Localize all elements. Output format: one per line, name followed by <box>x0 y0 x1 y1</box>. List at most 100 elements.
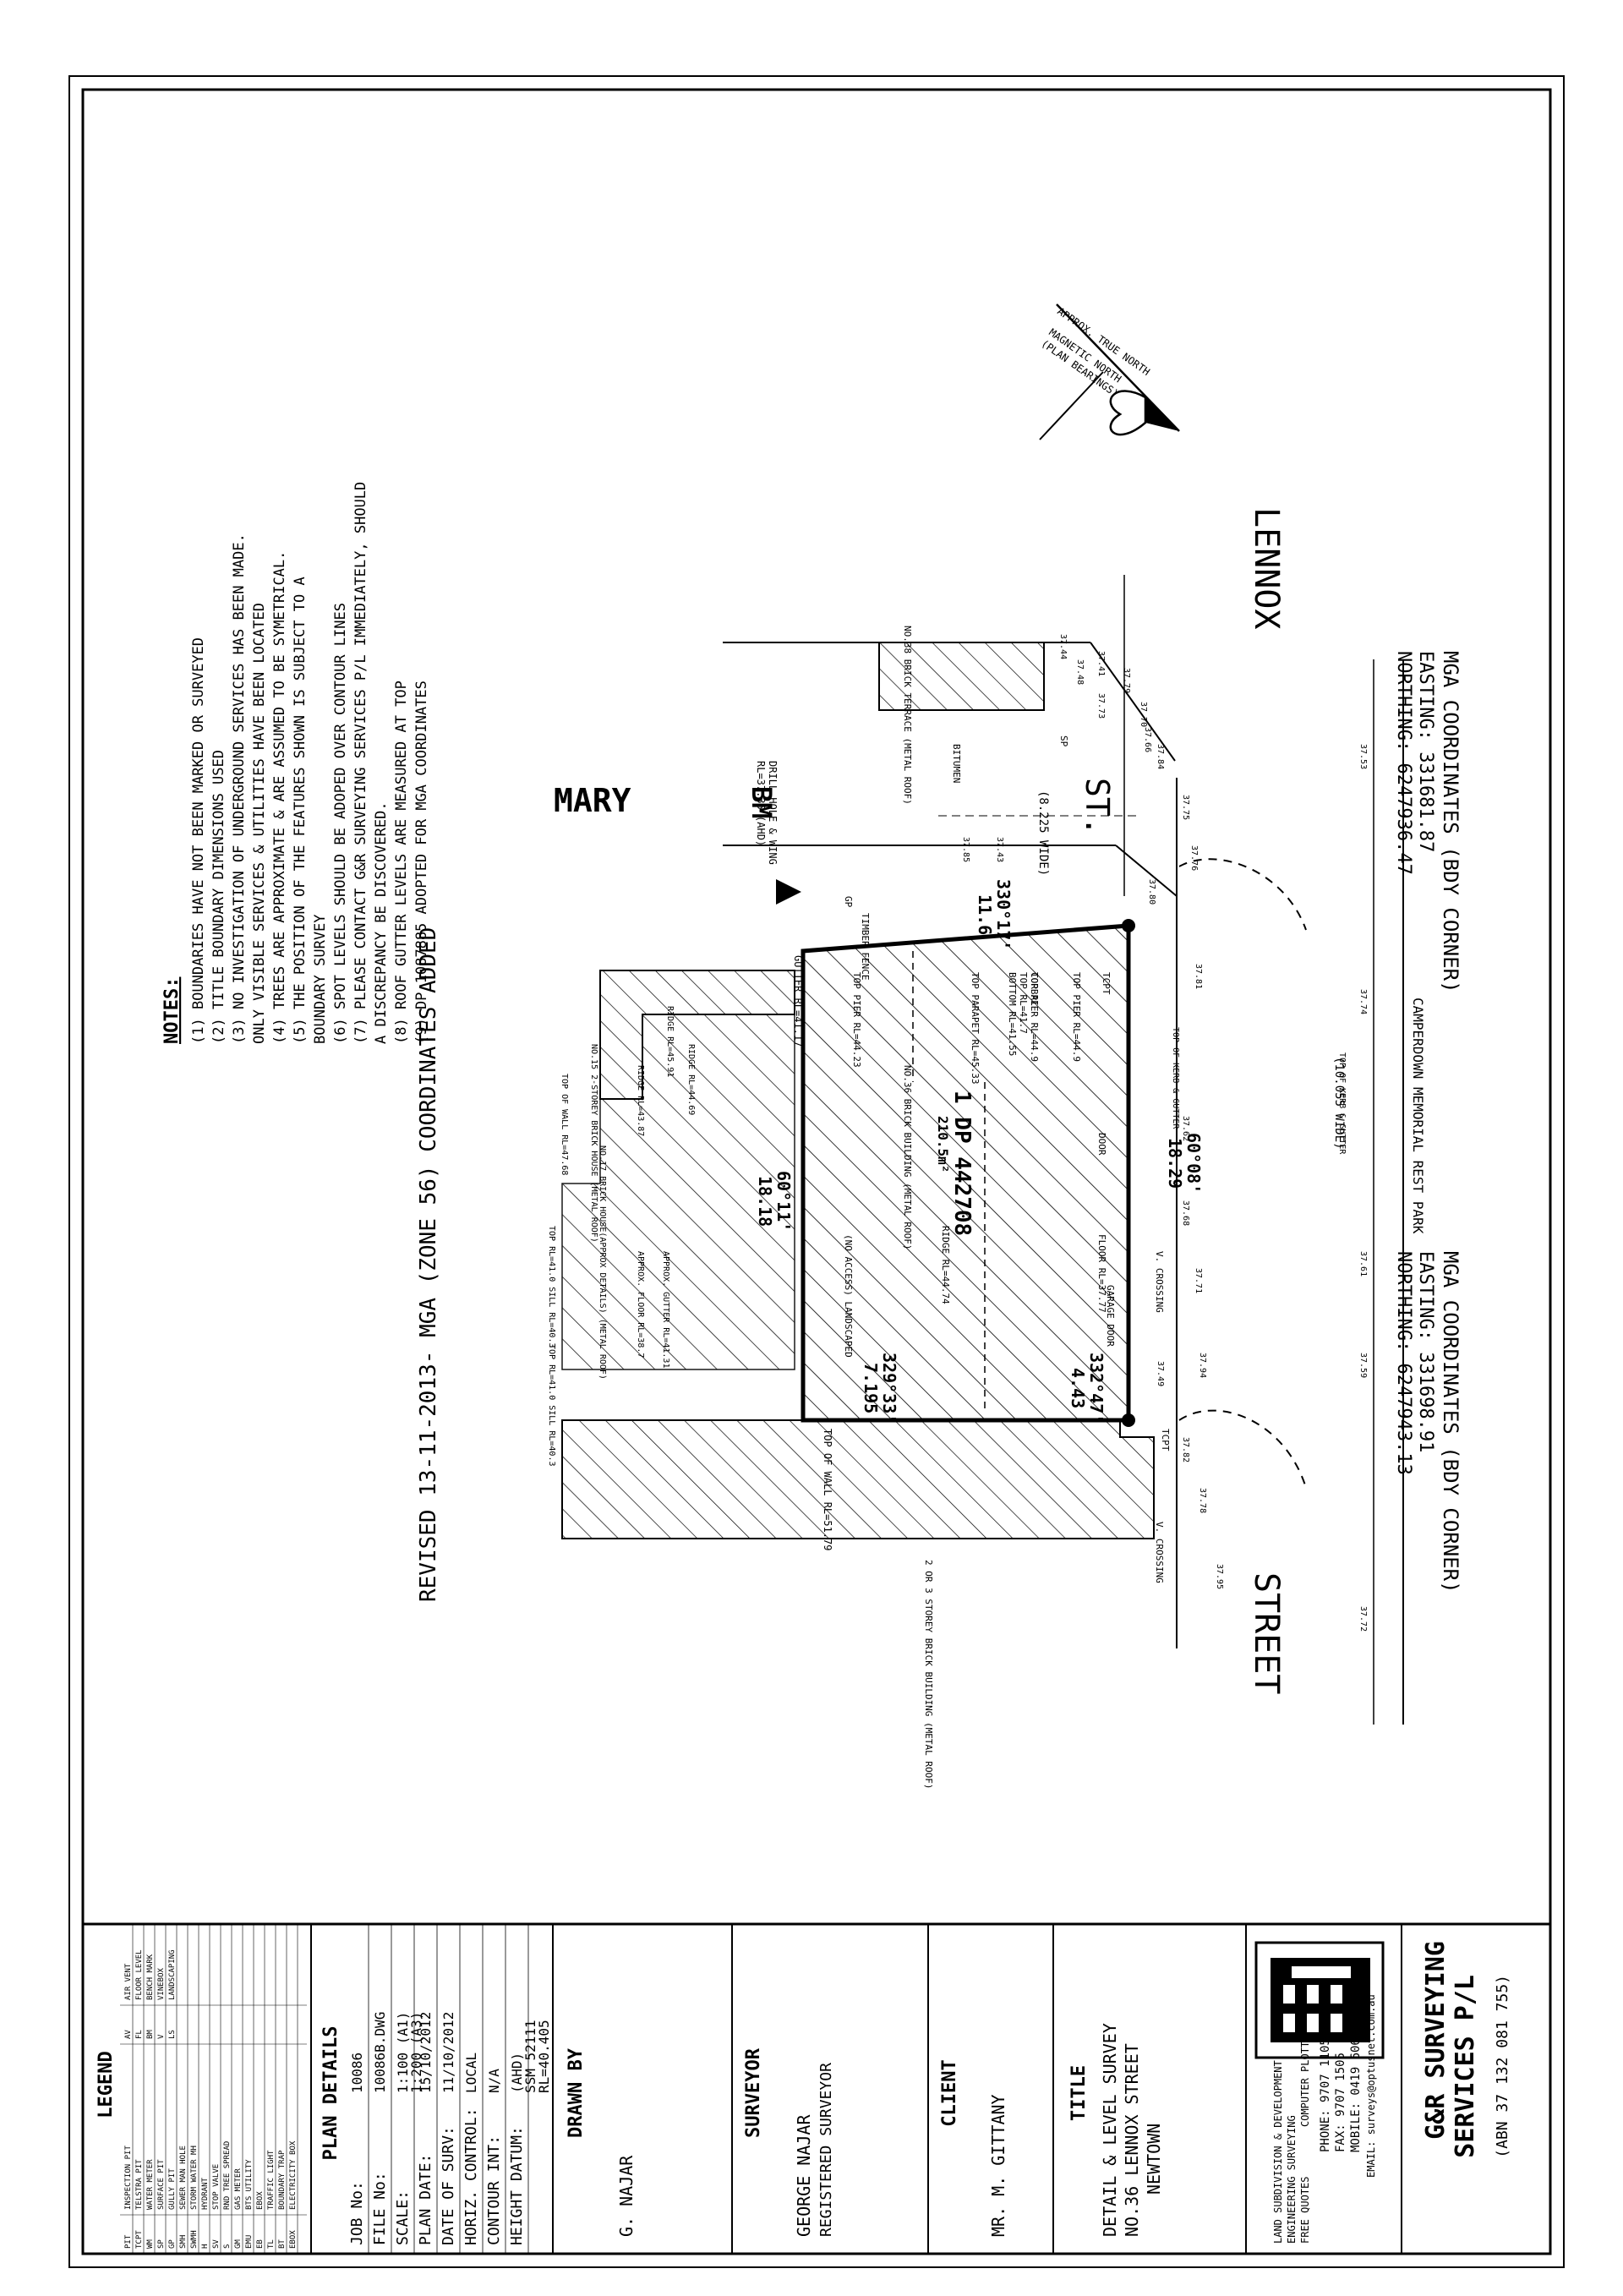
detail-value: LOCAL <box>463 2053 479 2093</box>
legend-cell: EBOX <box>289 2230 298 2249</box>
company-logo <box>1254 1941 1385 2059</box>
no17-label: NO.17 BRICK HOUSE(APPROX DETAILS) (METAL… <box>598 1145 607 1380</box>
legend-cell: TL <box>267 2239 276 2249</box>
legend-cell: WATER METER <box>146 2159 155 2210</box>
no38-label: NO.38 BRICK TERRACE (METAL ROOF) <box>902 626 913 805</box>
legend-cell: PIT <box>124 2234 133 2249</box>
spot-level: 37.74 <box>1358 989 1368 1014</box>
spot-level: 37.48 <box>1075 659 1085 685</box>
spot-level-value: 37.43 <box>995 837 1004 862</box>
title-line-2: NO.36 LENNOX STREET <box>1122 2043 1142 2237</box>
floor-387: APPROX. FLOOR RL=38.7 <box>636 1251 645 1358</box>
legend-cell: BTS UTILITY <box>245 2159 254 2210</box>
spot-level-value: 37.70 <box>1139 702 1148 727</box>
spot-level-value: 37.80 <box>1147 879 1156 905</box>
spot-level-value: 37.66 <box>1143 727 1152 752</box>
service-1: LAND SUBDIVISION & DEVELOPMENT <box>1272 2060 1284 2244</box>
note-line: ONLY VISIBLE SERVICES & UTILITIES HAVE B… <box>251 603 268 1044</box>
lot-floor: FLOOR RL=37.77 <box>1096 1234 1107 1313</box>
note-line: (4) TREES ARE APPROXIMATE & ARE ASSUMED … <box>271 551 288 1044</box>
street-linework <box>723 575 1404 1725</box>
spot-level: 37.94 <box>1198 1353 1207 1378</box>
bdy-bearing-4: 329°33' <box>879 1353 899 1424</box>
service-2: ENGINEERING SURVEYING <box>1286 2115 1298 2244</box>
title-line-1: DETAIL & LEVEL SURVEY <box>1100 2023 1120 2237</box>
spot-level: 37.44 <box>1058 634 1068 659</box>
spot-level-value: 37.75 <box>1181 795 1190 820</box>
client-name: MR. M. GITTANY <box>988 2094 1008 2237</box>
company-line-2: SERVICES P/L <box>1451 1975 1480 2158</box>
detail-value: 10086B.DWG <box>372 2012 388 2093</box>
spot-level-value: 37.72 <box>1358 1606 1368 1632</box>
kerb-label-2: TOP OF KERB & GUTTER <box>1337 1052 1347 1155</box>
corbal-bottom: BOTTOM RL=41.55 <box>1007 972 1018 1056</box>
lot-ridge: RIDGE RL=44.74 <box>940 1226 951 1304</box>
park-label: CAMPERDOWN MEMORIAL REST PARK <box>1410 998 1426 1234</box>
tcpt-label-1: TCPT <box>1101 972 1112 995</box>
spot-level: 37.53 <box>1358 744 1368 769</box>
legend-cell: VINEBOX <box>157 1967 166 2000</box>
lot-access: (NO ACCESS) LANDSCAPED <box>843 1234 854 1358</box>
company-line-1: G&R SURVEYING <box>1421 1941 1451 2140</box>
mga-heading-2: MGA COORDINATES (BDY CORNER) <box>1439 1251 1462 1594</box>
title-line-3: NEWTOWN <box>1144 2124 1164 2195</box>
lot-top-pier-2: TOP PIER RL=44.23 <box>851 972 862 1068</box>
spot-level-value: 37.78 <box>1198 1488 1207 1513</box>
spot-level: 37.70 <box>1139 702 1148 727</box>
spot-level-value: 37.74 <box>1358 989 1368 1014</box>
surveyor-heading: SURVEYOR <box>743 2047 764 2138</box>
notes-block: NOTES: (1) BOUNDARIES HAVE NOT BEEN MARK… <box>161 482 430 1044</box>
spot-level-value: 37.82 <box>1181 1437 1190 1462</box>
spot-level: 37.61 <box>1358 1251 1368 1276</box>
gp-label: GP <box>843 896 854 908</box>
note-line: (9) DP 1087885 ADOPTED FOR MGA COORDINAT… <box>413 681 430 1044</box>
legend-cell: WM <box>146 2239 155 2249</box>
spot-level: 37.73 <box>1096 693 1106 719</box>
spot-level: 37.49 <box>1156 1361 1165 1386</box>
service-4: COMPUTER PLOTTING <box>1299 2023 1311 2127</box>
legend-cell: S <box>223 2244 232 2249</box>
legend-cell: SMH <box>179 2235 188 2249</box>
outer-border <box>68 75 1565 2268</box>
plan-details-heading: PLAN DETAILS <box>320 2026 342 2161</box>
legend-cell: SWMH <box>190 2230 199 2249</box>
detail-label: SCALE: <box>394 2190 412 2245</box>
spot-level-value: 37.49 <box>1156 1361 1165 1386</box>
spot-level: 37.78 <box>1198 1488 1207 1513</box>
spot-level: 37.71 <box>1194 1268 1203 1293</box>
ridge-4591: RIDGE RL=45.91 <box>665 1006 675 1077</box>
notes-heading: NOTES: <box>161 977 183 1044</box>
mga-heading-1: MGA COORDINATES (BDY CORNER) <box>1439 651 1462 993</box>
spot-level: 37.41 <box>1096 651 1106 676</box>
spot-level-value: 37.73 <box>1096 693 1106 719</box>
tcpt-label-2: TCPT <box>1160 1429 1171 1451</box>
bm-label: BM <box>746 786 778 819</box>
legend-cell: SV <box>212 2239 221 2249</box>
notes-list: (1) BOUNDARIES HAVE NOT BEEN MARKED OR S… <box>190 482 430 1044</box>
surveyor-role: REGISTERED SURVEYOR <box>817 2063 835 2237</box>
benchmark: BM DRILL HOLE & WING RL=37.35 (AHD) <box>746 761 801 905</box>
neighbour-no38: NO.38 BRICK TERRACE (METAL ROOF) <box>878 626 1045 805</box>
neighbour-no34: 2 OR 3 STOREY BRICK BUILDING (METAL ROOF… <box>561 1419 1155 1790</box>
legend-cell: SP <box>157 2239 166 2249</box>
neighbour-no15-17: NO.15 2-STOREY BRICK HOUSE (METAL ROOF) … <box>547 970 795 1467</box>
spot-level: 37.82 <box>1181 1437 1190 1462</box>
spot-level: 37.76 <box>1189 845 1199 871</box>
subject-lot: 1 DP 442708 210.5m² NO.36 BRICK BUILDING… <box>755 879 1204 1551</box>
fax: FAX: 9707 1505 <box>1334 2053 1347 2152</box>
spot-level-value: 37.85 <box>961 837 970 862</box>
legend-cell: SURFACE PIT <box>157 2159 166 2210</box>
lot-parapet: TOP PARAPET RL=45.33 <box>970 972 981 1084</box>
detail-value: 10086 <box>349 2053 365 2093</box>
spot-level-value: 37.44 <box>1058 634 1068 659</box>
legend-cell: EMU <box>245 2235 254 2249</box>
mga-easting-1: EASTING: 331681.87 <box>1415 651 1436 852</box>
company-abn: (ABN 37 132 081 755) <box>1494 1975 1511 2158</box>
bdy-dist-4: 7.195 <box>861 1363 881 1413</box>
door-label: DOOR <box>1096 1133 1107 1156</box>
drawn-by-name: G. NAJAR <box>616 2155 637 2237</box>
